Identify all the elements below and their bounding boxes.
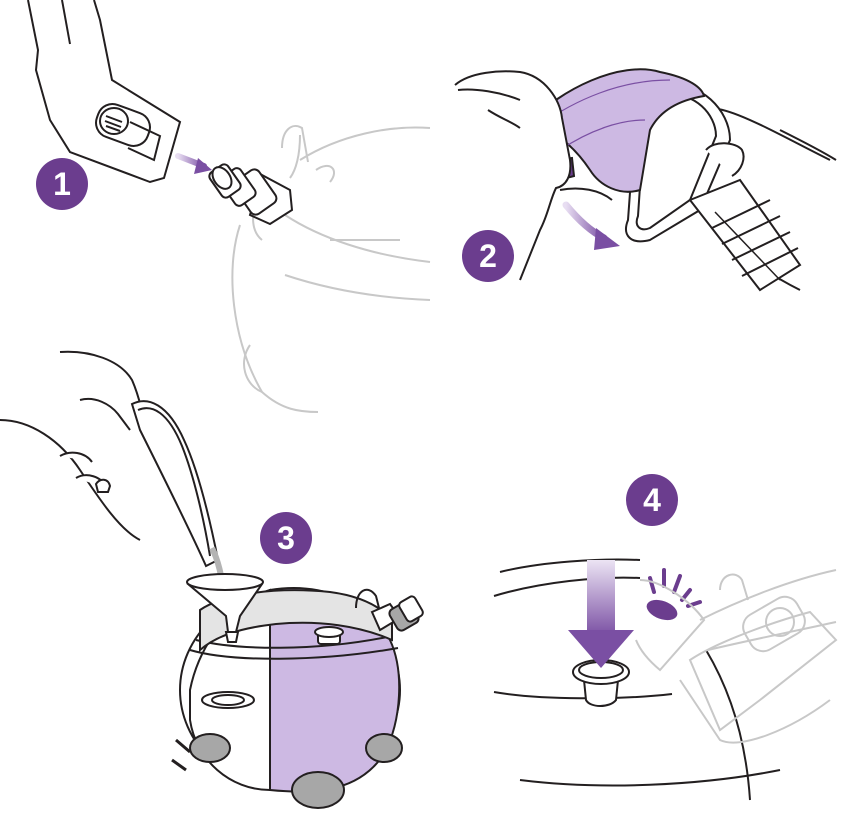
step-number-badge: 3 (260, 512, 312, 564)
step-number-badge: 2 (462, 230, 514, 282)
step-number-badge: 4 (626, 474, 678, 526)
step-1-illustration (28, 0, 430, 412)
step-4-illustration (494, 560, 836, 801)
step-number-badge: 1 (36, 158, 88, 210)
step-3-illustration (0, 352, 424, 808)
